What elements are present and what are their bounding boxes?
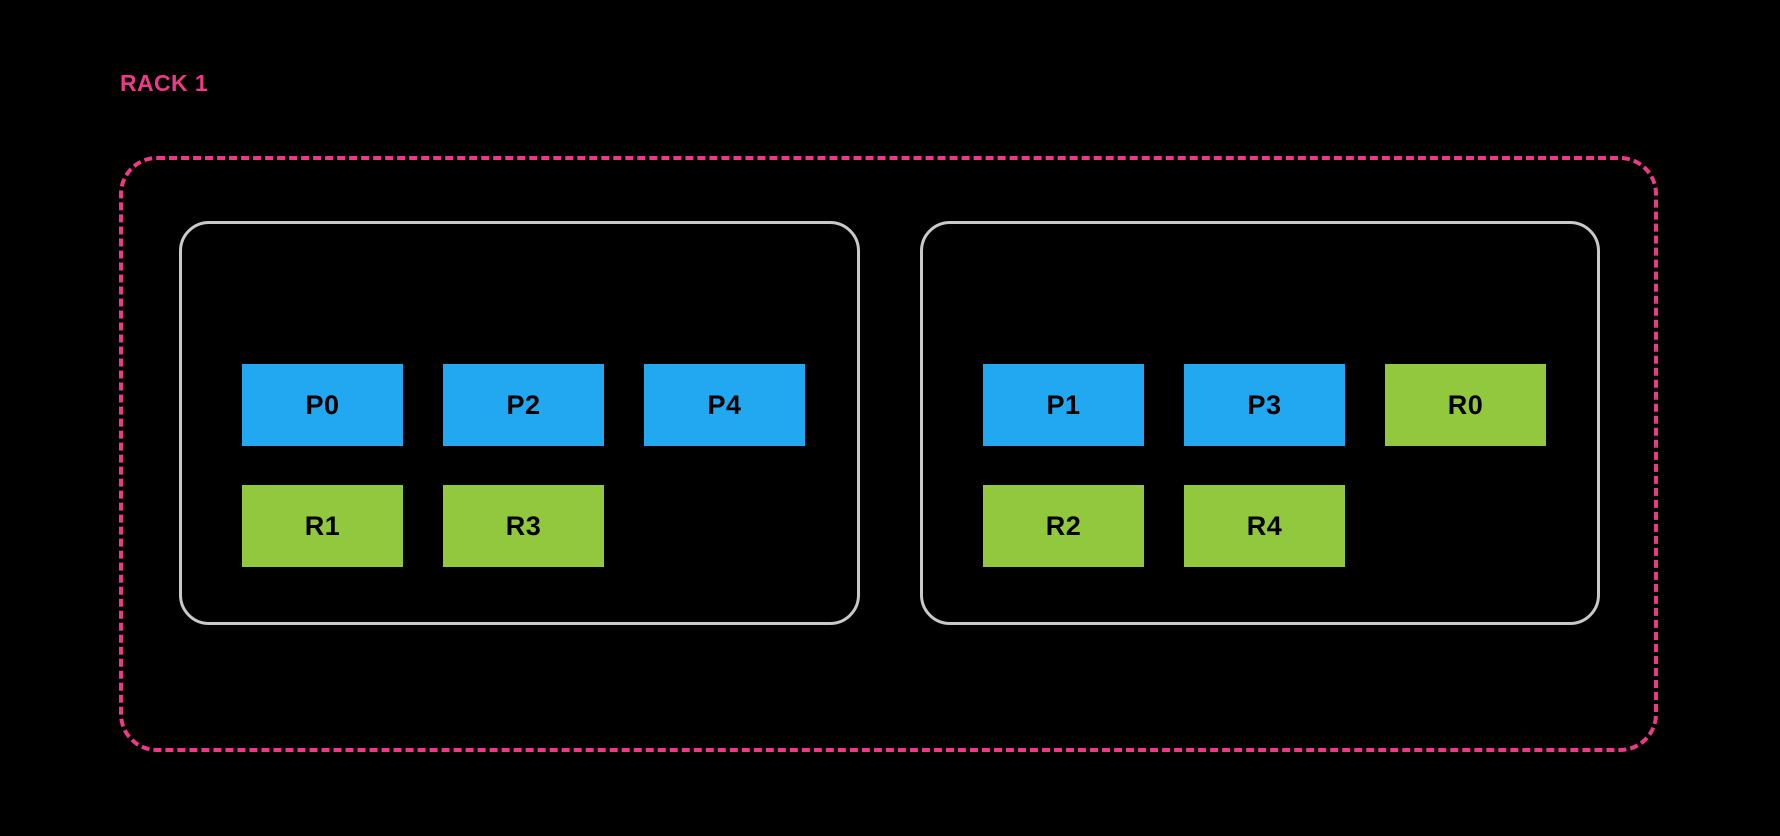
node-panel-right: P1 P3 R0 R2 R4 bbox=[920, 221, 1600, 625]
unit-box: R2 bbox=[983, 485, 1144, 567]
unit-box: R3 bbox=[443, 485, 604, 567]
unit-box: P0 bbox=[242, 364, 403, 446]
rack-label: RACK 1 bbox=[120, 70, 209, 96]
rack-boundary bbox=[119, 156, 1658, 752]
unit-row: P0 P2 P4 bbox=[242, 364, 805, 446]
node-panel-left: P0 P2 P4 R1 R3 bbox=[179, 221, 860, 625]
unit-box: R1 bbox=[242, 485, 403, 567]
unit-row: R2 R4 bbox=[983, 485, 1546, 567]
unit-grid-left: P0 P2 P4 R1 R3 bbox=[242, 364, 805, 567]
unit-box: R0 bbox=[1385, 364, 1546, 446]
unit-box: P4 bbox=[644, 364, 805, 446]
unit-box: R4 bbox=[1184, 485, 1345, 567]
unit-box: P1 bbox=[983, 364, 1144, 446]
unit-box: P2 bbox=[443, 364, 604, 446]
unit-row: P1 P3 R0 bbox=[983, 364, 1546, 446]
unit-grid-right: P1 P3 R0 R2 R4 bbox=[983, 364, 1546, 567]
unit-box: P3 bbox=[1184, 364, 1345, 446]
unit-row: R1 R3 bbox=[242, 485, 805, 567]
